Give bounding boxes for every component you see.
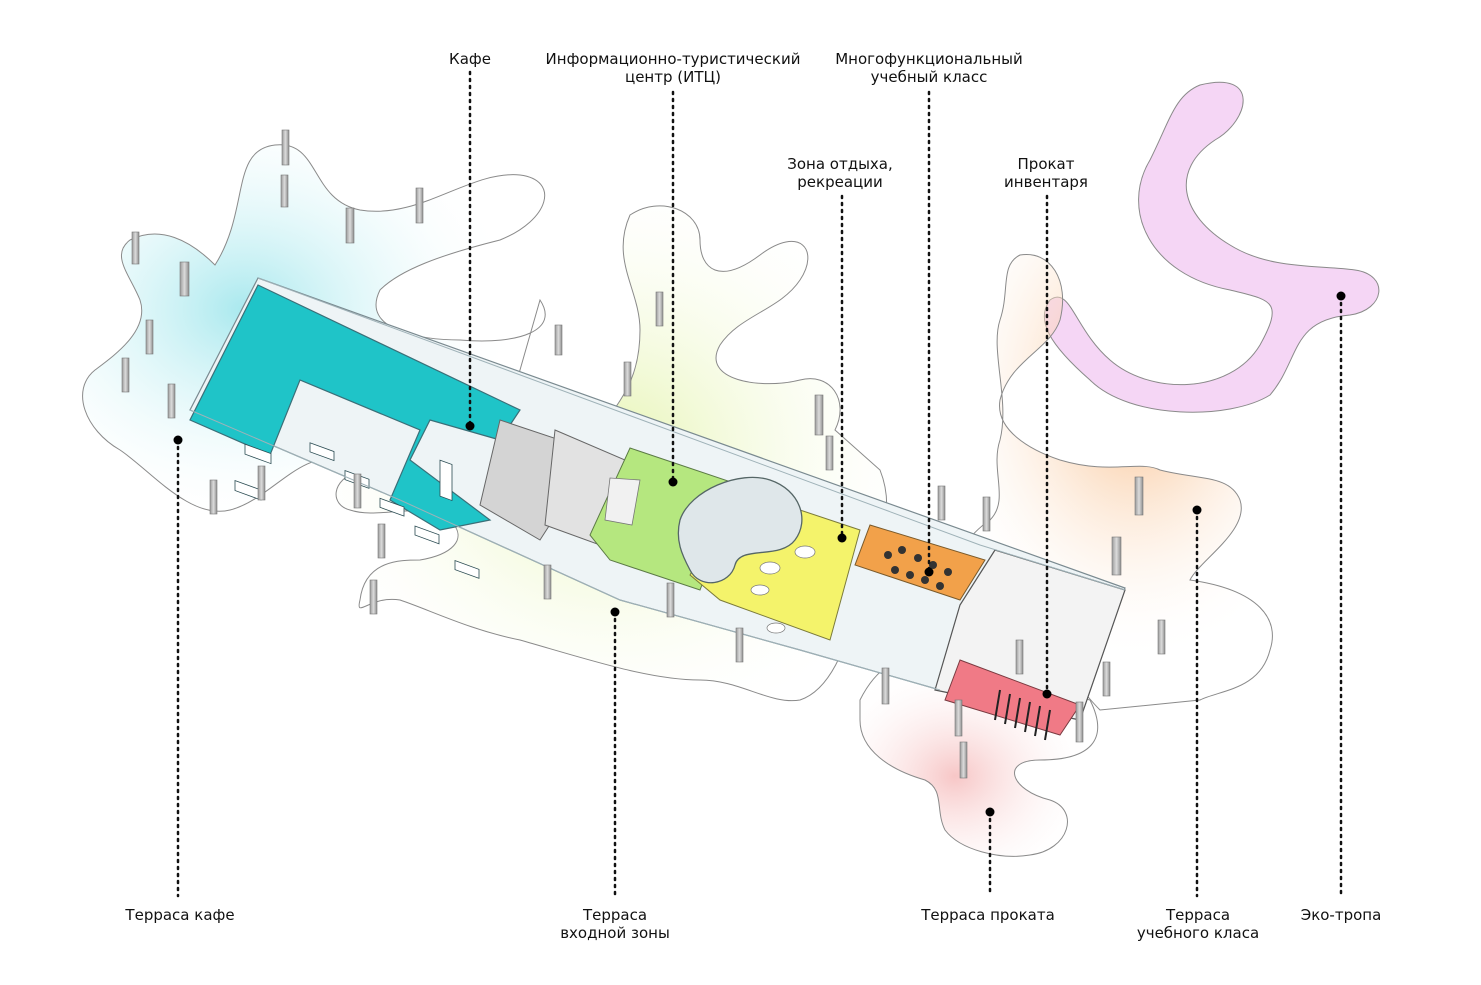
dot-terrace-entry bbox=[610, 607, 620, 617]
curved-partition bbox=[677, 476, 803, 584]
rest-zone-seats bbox=[750, 545, 816, 634]
label-terrace-cafe-line: Терраса кафе bbox=[125, 906, 235, 924]
leader-dots bbox=[173, 291, 1346, 817]
label-itc-line-2: центр (ИТЦ) bbox=[624, 68, 722, 86]
dot-terrace-rental bbox=[985, 807, 995, 817]
terrace-pillars bbox=[121, 129, 1166, 779]
label-classroom-line-1: Многофункциональный bbox=[835, 50, 1023, 68]
rental-racks bbox=[994, 689, 1051, 741]
label-rental: Прокат инвентаря bbox=[1004, 155, 1088, 191]
dot-terrace-cafe bbox=[173, 435, 183, 445]
label-rest-zone: Зона отдыха, рекреации bbox=[787, 155, 893, 191]
itc-counter bbox=[604, 477, 641, 526]
label-rental-line-1: Прокат bbox=[1017, 155, 1075, 173]
label-terrace-class: Терраса учебного класа bbox=[1137, 906, 1259, 942]
label-cafe-line: Кафе bbox=[449, 50, 491, 68]
label-terrace-class-line-1: Терраса bbox=[1165, 906, 1231, 924]
label-terrace-entry: Терраса входной зоны bbox=[560, 906, 670, 942]
label-rental-line-2: инвентаря bbox=[1004, 173, 1088, 191]
dot-rest bbox=[837, 533, 847, 543]
label-classroom-line-2: учебный класс bbox=[870, 68, 988, 86]
classroom-chairs bbox=[884, 546, 952, 590]
label-eco-trail-line: Эко-тропа bbox=[1300, 906, 1382, 924]
label-terrace-rental: Терраса проката bbox=[921, 906, 1055, 924]
dot-itc bbox=[668, 477, 678, 487]
label-classroom: Многофункциональный учебный класс bbox=[835, 50, 1023, 86]
dot-cafe bbox=[465, 421, 475, 431]
label-terrace-cafe: Терраса кафе bbox=[125, 906, 234, 924]
label-rest-line-2: рекреации bbox=[797, 173, 883, 191]
label-terrace-rental-line: Терраса проката bbox=[921, 906, 1055, 924]
eco-trail-shape bbox=[1043, 81, 1380, 413]
label-cafe: Кафе bbox=[449, 50, 491, 68]
label-terrace-class-line-2: учебного класа bbox=[1136, 924, 1260, 942]
label-itc-line-1: Информационно-туристический bbox=[545, 50, 801, 68]
dot-rental bbox=[1042, 689, 1052, 699]
label-eco-trail: Эко-тропа bbox=[1301, 906, 1382, 924]
dot-eco-trail bbox=[1336, 291, 1346, 301]
label-itc: Информационно-туристический центр (ИТЦ) bbox=[546, 50, 801, 86]
glass-facade bbox=[189, 277, 1126, 691]
classroom-room bbox=[854, 524, 986, 601]
leader-lines bbox=[176, 70, 1343, 898]
label-terrace-entry-line-1: Терраса bbox=[582, 906, 648, 924]
dot-classroom bbox=[924, 567, 934, 577]
rental-room bbox=[944, 659, 1081, 736]
label-terrace-entry-line-2: входной зоны bbox=[560, 924, 670, 942]
dot-terrace-class bbox=[1192, 505, 1202, 515]
label-rest-line-1: Зона отдыха, bbox=[787, 155, 893, 173]
